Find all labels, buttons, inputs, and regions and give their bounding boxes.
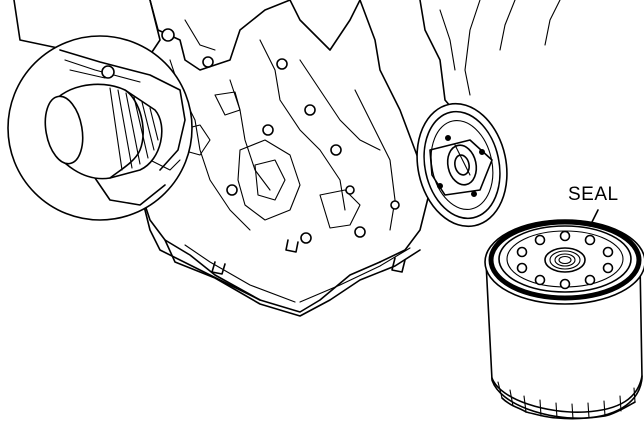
oil-filter: [484, 209, 644, 420]
crank-pulley: [416, 102, 508, 228]
seal-label: SEAL: [568, 184, 619, 205]
installed-oil-filter-detail: [7, 35, 193, 221]
engine-block: [13, 0, 561, 317]
